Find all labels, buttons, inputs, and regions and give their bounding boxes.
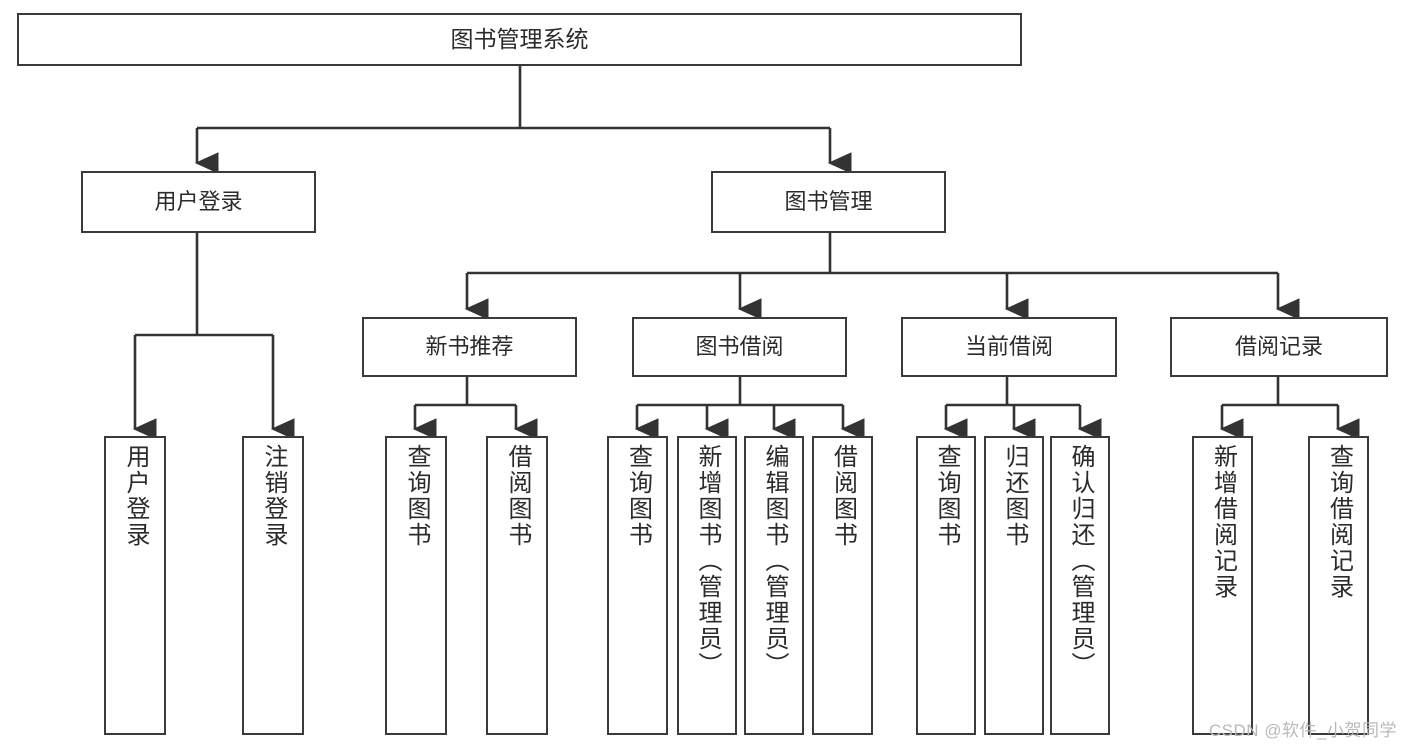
node-label: 图书借阅 [695, 333, 784, 359]
node-book-borrow[interactable]: 图书借阅 [632, 317, 847, 377]
node-label: 图书管理系统 [450, 25, 589, 52]
node-borrow-records[interactable]: 借阅记录 [1170, 317, 1388, 377]
leaf-records-query-record[interactable]: 查询借阅记录 [1308, 436, 1369, 735]
node-label: 新书推荐 [425, 333, 514, 359]
node-label: 查询借阅记录 [1325, 444, 1353, 600]
node-book-management[interactable]: 图书管理 [711, 171, 946, 233]
leaf-user-login-signout[interactable]: 注销登录 [242, 436, 304, 735]
leaf-user-login-signin[interactable]: 用户登录 [104, 436, 166, 735]
leaf-borrow-query-book[interactable]: 查询图书 [607, 436, 668, 735]
node-label: 借阅图书 [829, 444, 857, 548]
node-label: 借阅图书 [504, 444, 531, 548]
node-label: 确认归还（管理员） [1067, 444, 1094, 678]
node-user-login[interactable]: 用户登录 [81, 171, 316, 233]
node-label: 注销登录 [260, 444, 287, 548]
leaf-borrow-borrow-book[interactable]: 借阅图书 [812, 436, 873, 735]
node-root-system[interactable]: 图书管理系统 [17, 13, 1022, 66]
leaf-current-query-book[interactable]: 查询图书 [916, 436, 976, 735]
node-label: 查询图书 [403, 444, 430, 548]
node-label: 新增图书（管理员） [694, 444, 721, 678]
node-label: 归还图书 [1001, 444, 1028, 548]
leaf-records-add-record[interactable]: 新增借阅记录 [1192, 436, 1253, 735]
node-label: 用户登录 [122, 444, 149, 548]
node-label: 新增借阅记录 [1209, 444, 1237, 600]
node-label: 借阅记录 [1234, 333, 1323, 359]
node-current-borrow[interactable]: 当前借阅 [901, 317, 1117, 377]
node-label: 当前借阅 [964, 333, 1053, 359]
node-new-book-recommend[interactable]: 新书推荐 [362, 317, 577, 377]
leaf-borrow-edit-book-admin[interactable]: 编辑图书（管理员） [744, 436, 804, 735]
leaf-current-return-book[interactable]: 归还图书 [984, 436, 1044, 735]
leaf-current-confirm-return-admin[interactable]: 确认归还（管理员） [1050, 436, 1110, 735]
node-label: 图书管理 [784, 188, 873, 214]
node-label: 用户登录 [154, 188, 243, 214]
leaf-new-book-borrow[interactable]: 借阅图书 [486, 436, 548, 735]
node-label: 查询图书 [933, 444, 960, 548]
leaf-borrow-add-book-admin[interactable]: 新增图书（管理员） [677, 436, 737, 735]
node-label: 查询图书 [624, 444, 652, 548]
leaf-new-book-query[interactable]: 查询图书 [385, 436, 447, 735]
node-label: 编辑图书（管理员） [761, 444, 788, 678]
csdn-watermark: CSDN @软件_小贺同学 [1208, 721, 1397, 740]
